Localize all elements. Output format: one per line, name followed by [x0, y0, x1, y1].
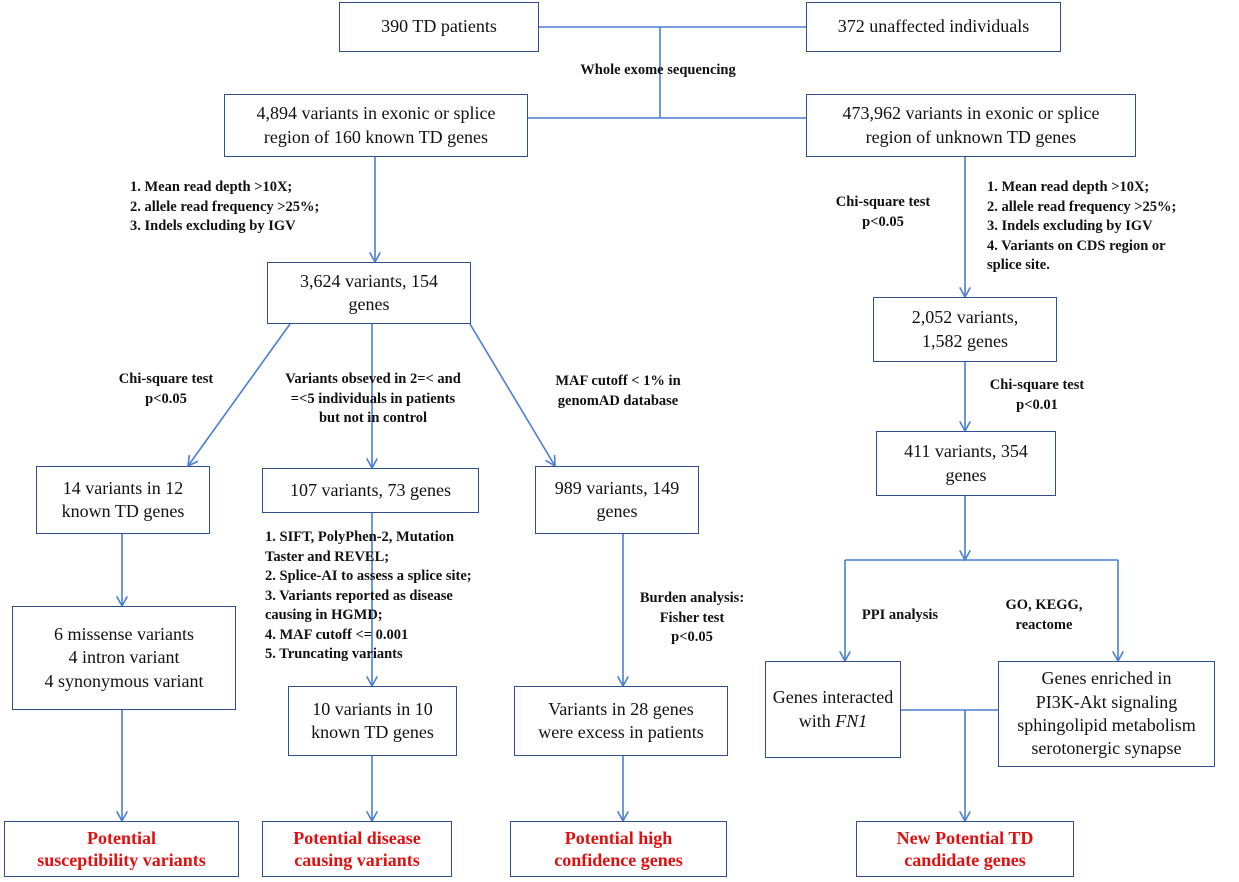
wes-label: Whole exome sequencing [580, 62, 736, 78]
observed-in-patients-label: Variants obseved in 2=< and =<5 individu… [285, 371, 461, 427]
variants-107-box: 107 variants, 73 genes [262, 468, 479, 513]
variants-10-box: 10 variants in 10 known TD genes [288, 686, 457, 756]
fn1-gene: FN1 [835, 710, 868, 731]
go-kegg-label: GO, KEGG, reactome [1005, 597, 1083, 633]
maf-cutoff-label: MAF cutoff < 1% in genomAD database [555, 373, 681, 409]
genes-interacted-box: Genes interacted with FN1 [765, 661, 901, 758]
genes-interacted-text: Genes interacted with [772, 687, 894, 731]
prediction-filters-label: 1. SIFT, PolyPhen-2, Mutation Taster and… [265, 529, 472, 663]
known-td-variants-box: 4,894 variants in exonic or splice regio… [224, 94, 528, 157]
chi-square-left-label: Chi-square test p<0.05 [118, 371, 214, 407]
unaffected-individuals-box: 372 unaffected individuals [806, 2, 1061, 52]
unknown-td-variants-box: 473,962 variants in exonic or splice reg… [806, 94, 1136, 157]
variants-989-box: 989 variants, 149 genes [535, 466, 699, 534]
variants-28-genes-box: Variants in 28 genes were excess in pati… [514, 686, 728, 756]
outcome-new-candidate-box: New Potential TD candidate genes [856, 821, 1074, 877]
arrow-line [469, 323, 556, 467]
arrow-line [187, 323, 291, 467]
variants-2052-box: 2,052 variants, 1,582 genes [873, 297, 1057, 362]
outcome-high-confidence-box: Potential high confidence genes [510, 821, 727, 877]
chi-square-right-label: Chi-square test p<0.05 [835, 194, 931, 230]
outcome-disease-causing-box: Potential disease causing variants [262, 821, 452, 877]
genes-enriched-box: Genes enriched in PI3K-Akt signaling sph… [998, 661, 1215, 767]
outcome-susceptibility-box: Potential susceptibility variants [4, 821, 239, 877]
variants-3624-box: 3,624 variants, 154 genes [267, 262, 471, 324]
filters-left-label: 1. Mean read depth >10X; 2. allele read … [130, 179, 320, 235]
missense-variants-box: 6 missense variants 4 intron variant 4 s… [12, 606, 236, 710]
td-patients-box: 390 TD patients [339, 2, 539, 52]
filters-right-label: 1. Mean read depth >10X; 2. allele read … [987, 179, 1177, 274]
chi-square-001-label: Chi-square test p<0.01 [989, 377, 1085, 413]
burden-analysis-label: Burden analysis: Fisher test p<0.05 [639, 590, 745, 646]
ppi-analysis-label: PPI analysis [861, 607, 939, 623]
variants-14-box: 14 variants in 12 known TD genes [36, 466, 210, 534]
variants-411-box: 411 variants, 354 genes [876, 431, 1056, 496]
